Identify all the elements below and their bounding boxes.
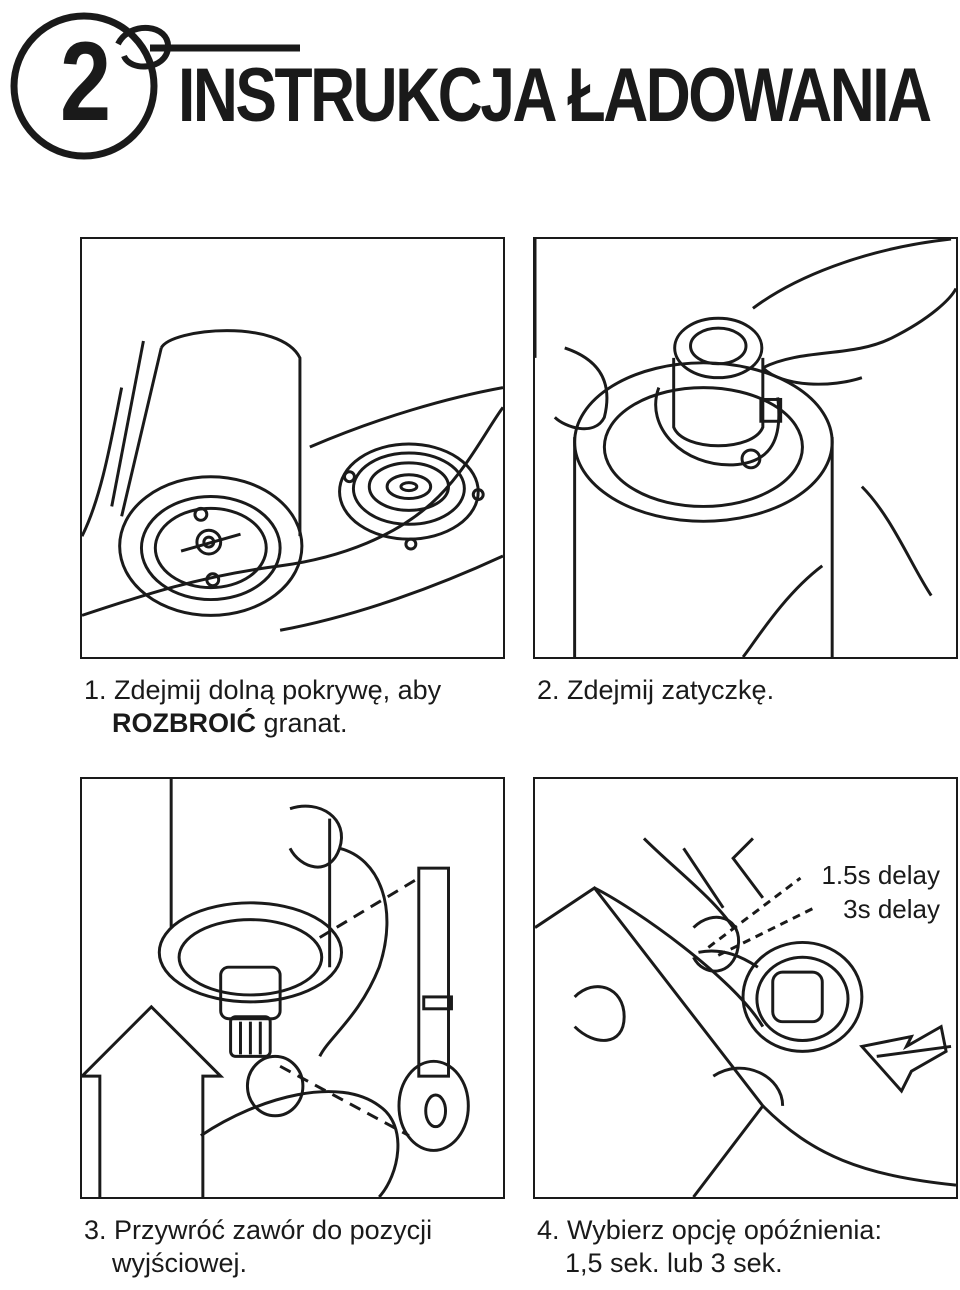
delay-label-long: 3s delay — [843, 894, 940, 924]
step-3-caption: 3. Przywróć zawór do pozycji wyjściowej. — [84, 1214, 432, 1280]
step-1-illustration — [80, 237, 505, 659]
page-title: INSTRUKCJA ŁADOWANIA — [178, 53, 932, 138]
step-2-caption: 2. Zdejmij zatyczkę. — [537, 674, 774, 707]
step-1-caption: 1. Zdejmij dolną pokrywę, aby ROZBROIĆ g… — [84, 674, 441, 740]
step-1-text: 1. Zdejmij dolną pokrywę, aby — [84, 675, 442, 705]
step-number: 2 — [60, 19, 112, 144]
delay-label-short: 1.5s delay — [821, 860, 940, 890]
step-badge-icon — [10, 12, 300, 160]
step-2-text: 2. Zdejmij zatyczkę. — [537, 675, 775, 705]
step-4-illustration — [533, 777, 958, 1199]
remove-plug-icon — [535, 239, 956, 657]
step-3-text-line2: wyjściowej. — [112, 1248, 248, 1278]
step-4-text: 4. Wybierz opcję opóźnienia: — [537, 1215, 882, 1245]
step-2-illustration — [533, 237, 958, 659]
step-1-text-rest: granat. — [256, 708, 348, 738]
delay-labels: 1.5s delay 3s delay — [740, 858, 940, 926]
step-3-illustration — [80, 777, 505, 1199]
step-3-text: 3. Przywróć zawór do pozycji — [84, 1215, 433, 1245]
step-1-text-line2: ROZBROIĆ granat. — [84, 707, 441, 740]
section-header: 2 INSTRUKCJA ŁADOWANIA — [0, 0, 960, 170]
valve-reset-icon — [82, 779, 470, 1197]
delay-selector-icon — [535, 837, 956, 1197]
step-4-text-line2: 1,5 sek. lub 3 sek. — [565, 1248, 783, 1278]
grenade-bottom-cap-icon — [82, 329, 503, 632]
step-1-disarm-keyword: ROZBROIĆ — [112, 708, 256, 738]
step-4-caption: 4. Wybierz opcję opóźnienia: 1,5 sek. lu… — [537, 1214, 882, 1280]
